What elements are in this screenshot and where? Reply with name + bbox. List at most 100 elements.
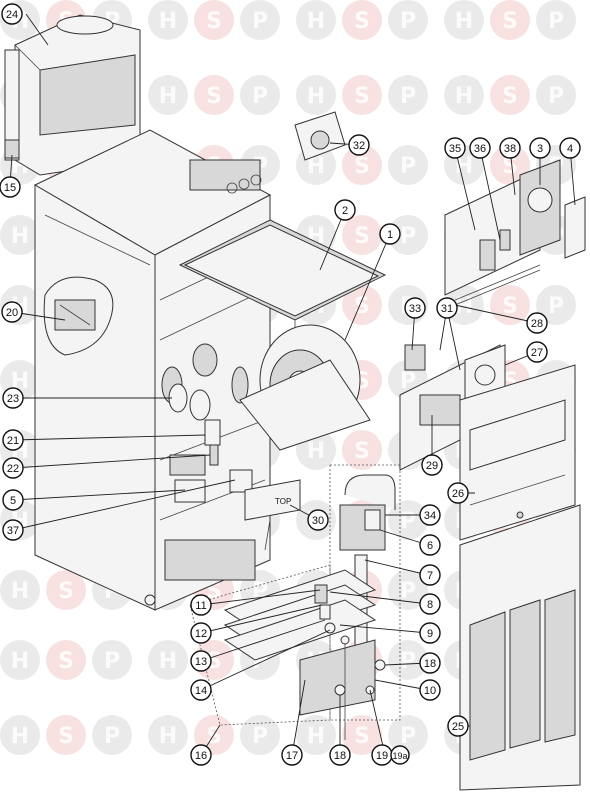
watermark-circle [240,715,280,755]
callout-number: 8 [427,599,433,611]
watermark-letter: H [307,9,325,34]
watermark-letter: H [307,724,325,749]
watermark-letter: S [354,224,370,249]
callout-13: 13 [190,650,212,672]
callout-18: 18 [329,744,351,766]
callout-circle [559,137,581,159]
igniter-parts [314,584,350,645]
callout-11: 11 [190,594,212,616]
callout-6: 6 [419,534,441,556]
watermark-letter: S [354,294,370,319]
watermark-letter: H [159,649,177,674]
watermark-circle [92,640,132,680]
callout-circle [0,176,21,198]
callout-35: 35 [444,137,466,159]
callout-number: 4 [567,143,573,155]
callout-circle [2,387,24,409]
blower-assembly [239,324,371,451]
callout-circle [419,504,441,526]
watermark-circle [342,215,382,255]
callout-circle [529,137,551,159]
watermark-circle [388,715,428,755]
callout-number: 28 [531,318,543,330]
callout-10: 10 [419,679,441,701]
callout-28: 28 [526,312,548,334]
callout-number: 27 [531,347,543,359]
watermark-circle [92,715,132,755]
callout-circle [419,593,441,615]
callout-number: 25 [452,721,464,733]
callout-number: 22 [7,463,19,475]
watermark-letter: H [455,154,473,179]
watermark-circle [490,0,530,40]
watermark-circle [46,570,86,610]
callout-26: 26 [447,482,469,504]
callout-number: 26 [452,488,464,500]
watermark-letter: P [252,9,268,34]
callout-circle [419,652,441,674]
watermark-letter: H [455,9,473,34]
callout-number: 37 [7,525,19,537]
callout-circle [190,622,212,644]
callout-circle [2,457,24,479]
callout-25: 25 [447,715,469,737]
callout-circle [1,3,23,25]
callout-number: 19a [392,751,407,761]
burner-assembly [189,564,386,740]
cutaway-insulation [43,276,114,356]
callout-9: 9 [419,622,441,644]
callout-number: 36 [474,143,486,155]
watermark-circle [0,715,40,755]
watermark-letter: S [354,84,370,109]
air-filter [178,219,387,330]
callout-19: 19 [371,744,393,766]
callout-23: 23 [2,387,24,409]
callout-number: 10 [424,685,436,697]
watermark-circle [388,500,428,540]
watermark-letter: H [307,439,325,464]
callout-circle [190,679,212,701]
callout-circle [419,679,441,701]
watermark-letter: S [354,154,370,179]
rollout-switches [169,419,253,503]
watermark-letter: P [400,224,416,249]
watermark-circle [148,0,188,40]
watermark-letter: P [252,84,268,109]
watermark-circle [46,640,86,680]
callout-number: 31 [441,303,453,315]
callout-8: 8 [419,593,441,615]
callout-circle [2,429,24,451]
callout-circle [419,534,441,556]
watermark-letter: S [502,154,518,179]
callout-circle [334,199,356,221]
callout-circle [447,482,469,504]
watermark-letter: S [58,724,74,749]
watermark-circle [148,715,188,755]
control-board-assembly [444,159,586,306]
upper-door-panel [459,364,576,541]
watermark-letter: S [502,9,518,34]
watermark-circle [342,715,382,755]
watermark-circle [444,0,484,40]
callout-circle [436,297,458,319]
callout-19a: 19a [390,745,410,765]
watermark-circle [388,215,428,255]
callout-circle [2,489,24,511]
callout-circle [469,137,491,159]
watermark-circle [536,285,576,325]
watermark-letter: H [159,724,177,749]
thermostat [294,111,346,161]
callout-number: 17 [286,750,298,762]
watermark-letter: P [400,154,416,179]
callout-circle [499,137,521,159]
callout-32: 32 [348,134,370,156]
callout-number: 34 [424,510,436,522]
watermark-letter: S [206,724,222,749]
watermark-letter: S [206,9,222,34]
callout-circle [526,341,548,363]
callout-7: 7 [419,564,441,586]
watermark-letter: P [400,509,416,534]
callout-number: 13 [195,656,207,668]
callout-number: 15 [4,182,16,194]
watermark-letter: P [400,9,416,34]
